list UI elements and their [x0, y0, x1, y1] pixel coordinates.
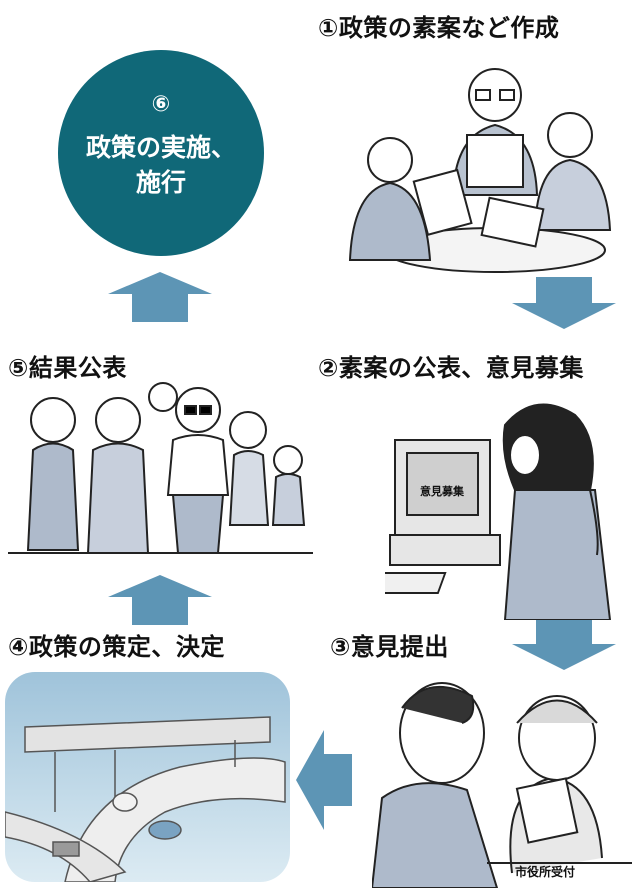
- family-illustration: [8, 375, 313, 555]
- step2-label: ②素案の公表、意見募集: [318, 354, 584, 382]
- monitor-text: 意見募集: [420, 485, 464, 498]
- highway-illustration: [5, 672, 290, 882]
- step6-number: ⑥: [151, 92, 171, 117]
- counter-illustration: [372, 678, 632, 888]
- step6-label-line1: 政策の実施、: [85, 133, 236, 162]
- meeting-illustration: [345, 55, 620, 280]
- arrow-left-to-step4: [296, 730, 352, 830]
- step4-label: ④政策の策定、決定: [8, 633, 225, 661]
- step6-label-line2: 施行: [135, 168, 186, 197]
- arrow-up-to-step5: [108, 575, 212, 625]
- arrow-down-to-step2: [512, 277, 616, 329]
- step1-label: ①政策の素案など作成: [318, 14, 560, 42]
- counter-sign: 市役所受付: [515, 865, 576, 879]
- step3-label: ③意見提出: [330, 633, 449, 661]
- step5-label: ⑤結果公表: [8, 354, 127, 382]
- computer-illustration: [385, 395, 630, 620]
- step6-label: 政策の実施、 施行: [58, 130, 264, 200]
- step6-circle: ⑥ 政策の実施、 施行: [58, 50, 264, 256]
- arrow-down-to-step3: [512, 618, 616, 670]
- arrow-up-to-step6: [108, 272, 212, 322]
